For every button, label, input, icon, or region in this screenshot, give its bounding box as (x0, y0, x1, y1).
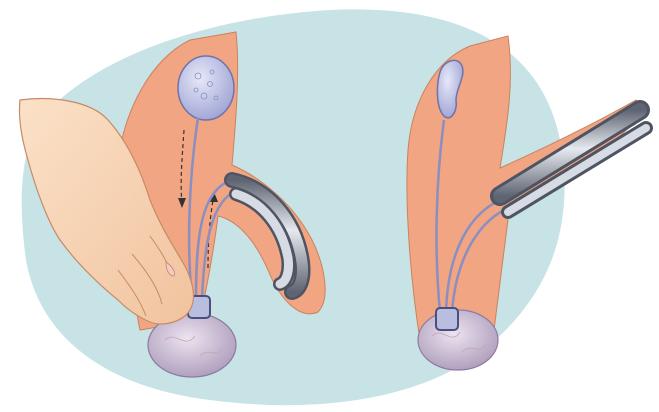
right-pump (436, 308, 458, 330)
left-reservoir (178, 56, 234, 120)
